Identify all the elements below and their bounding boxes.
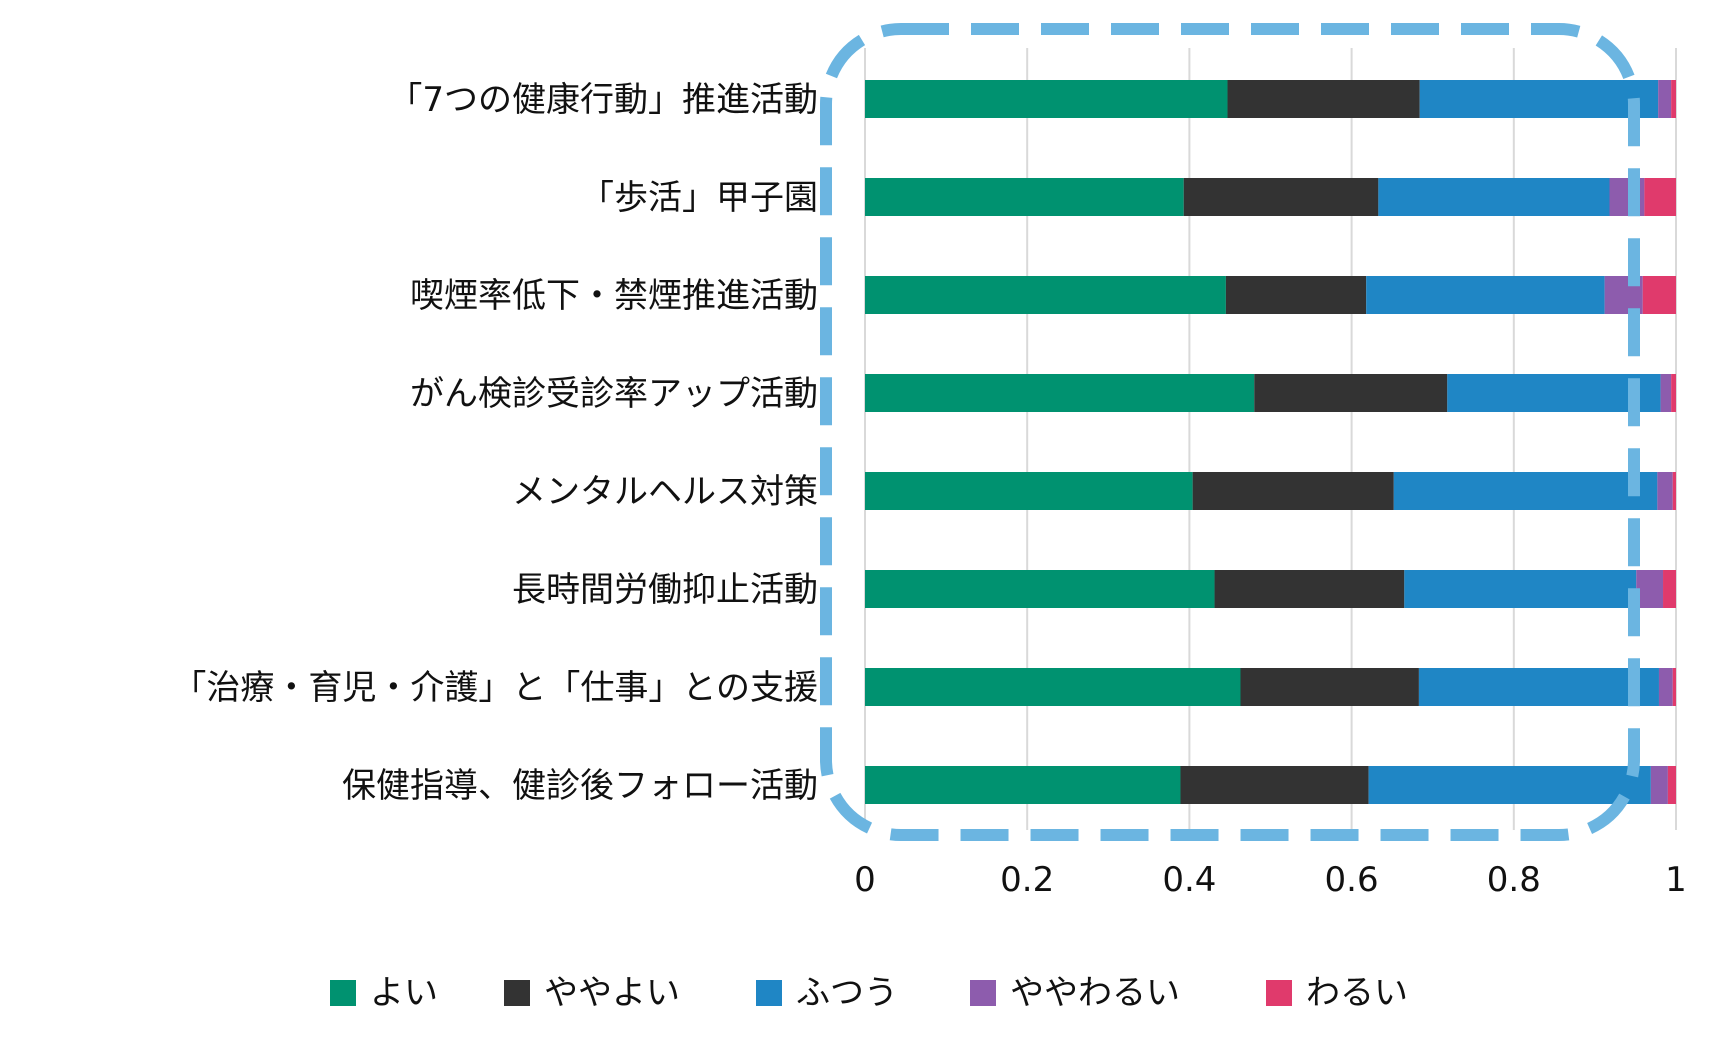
bar-segment-1-4 [1644,178,1676,216]
bar-segment-6-3 [1658,668,1673,706]
legend: よい ややよい ふつう ややわるい わるい [330,973,1408,1013]
x-tick-label-2: 0.4 [1162,860,1216,900]
bar-segment-3-3 [1660,374,1672,412]
bar-segment-2-1 [1225,276,1367,314]
bar-segment-4-1 [1192,472,1394,510]
bar-segment-5-3 [1636,570,1664,608]
bar-segment-0-3 [1658,80,1672,118]
bar-segment-1-0 [865,178,1184,216]
bar-segment-4-2 [1393,472,1658,510]
bar-segment-4-3 [1657,472,1673,510]
category-label-0: 「7つの健康行動」推進活動 [388,80,818,120]
bar-segment-6-2 [1418,668,1659,706]
bar-segment-5-4 [1663,570,1676,608]
bar-segment-3-0 [865,374,1255,412]
legend-swatch-3 [970,980,996,1006]
grid-layer [864,48,1677,830]
category-label-2: 喫煙率低下・禁煙推進活動 [410,276,818,316]
category-label-3: がん検診受診率アップ活動 [410,374,818,414]
x-tick-label-5: 1 [1665,860,1687,900]
bar-segment-3-4 [1671,374,1676,412]
bar-segment-6-0 [865,668,1241,706]
bar-segment-3-2 [1447,374,1661,412]
bar-segment-6-4 [1672,668,1676,706]
category-label-1: 「歩活」甲子園 [580,178,818,218]
bar-segment-0-4 [1671,80,1676,118]
legend-swatch-0 [330,980,356,1006]
legend-label-0: よい [370,973,438,1013]
bar-segment-7-4 [1667,766,1676,804]
bar-segment-0-0 [865,80,1228,118]
bars-layer [865,80,1676,804]
bar-segment-1-1 [1183,178,1379,216]
bar-segment-5-1 [1214,570,1405,608]
legend-label-2: ふつう [796,973,898,1013]
bar-segment-2-0 [865,276,1226,314]
bar-segment-7-3 [1650,766,1668,804]
category-label-4: メンタルヘルス対策 [512,472,818,512]
legend-swatch-4 [1266,980,1292,1006]
legend-label-3: ややわるい [1010,973,1180,1013]
bar-segment-1-2 [1378,178,1610,216]
bar-segment-4-0 [865,472,1193,510]
bar-segment-3-1 [1254,374,1448,412]
bar-segment-2-2 [1366,276,1605,314]
bar-segment-4-4 [1672,472,1676,510]
bar-segment-7-1 [1180,766,1369,804]
bar-segment-5-0 [865,570,1215,608]
bar-segment-7-2 [1368,766,1651,804]
legend-swatch-2 [756,980,782,1006]
x-tick-label-4: 0.8 [1487,860,1541,900]
bar-segment-2-4 [1642,276,1676,314]
category-label-5: 長時間労働抑止活動 [512,570,818,610]
legend-swatch-1 [504,980,530,1006]
bar-segment-0-2 [1419,80,1659,118]
x-tick-label-0: 0 [854,860,876,900]
bar-segment-0-1 [1227,80,1420,118]
category-label-7: 保健指導、健診後フォロー活動 [342,766,818,806]
category-label-6: 「治療・育児・介護」と「仕事」との支援 [172,668,818,708]
bar-segment-6-1 [1240,668,1419,706]
category-labels: 「7つの健康行動」推進活動「歩活」甲子園喫煙率低下・禁煙推進活動がん検診受診率ア… [172,80,818,806]
legend-label-1: ややよい [544,973,680,1013]
x-tick-labels: 0 0.2 0.4 0.6 0.8 1 [854,860,1687,900]
x-tick-label-1: 0.2 [1000,860,1054,900]
legend-label-4: わるい [1306,973,1408,1013]
bar-segment-7-0 [865,766,1181,804]
bar-segment-5-2 [1404,570,1637,608]
x-tick-label-3: 0.6 [1325,860,1379,900]
